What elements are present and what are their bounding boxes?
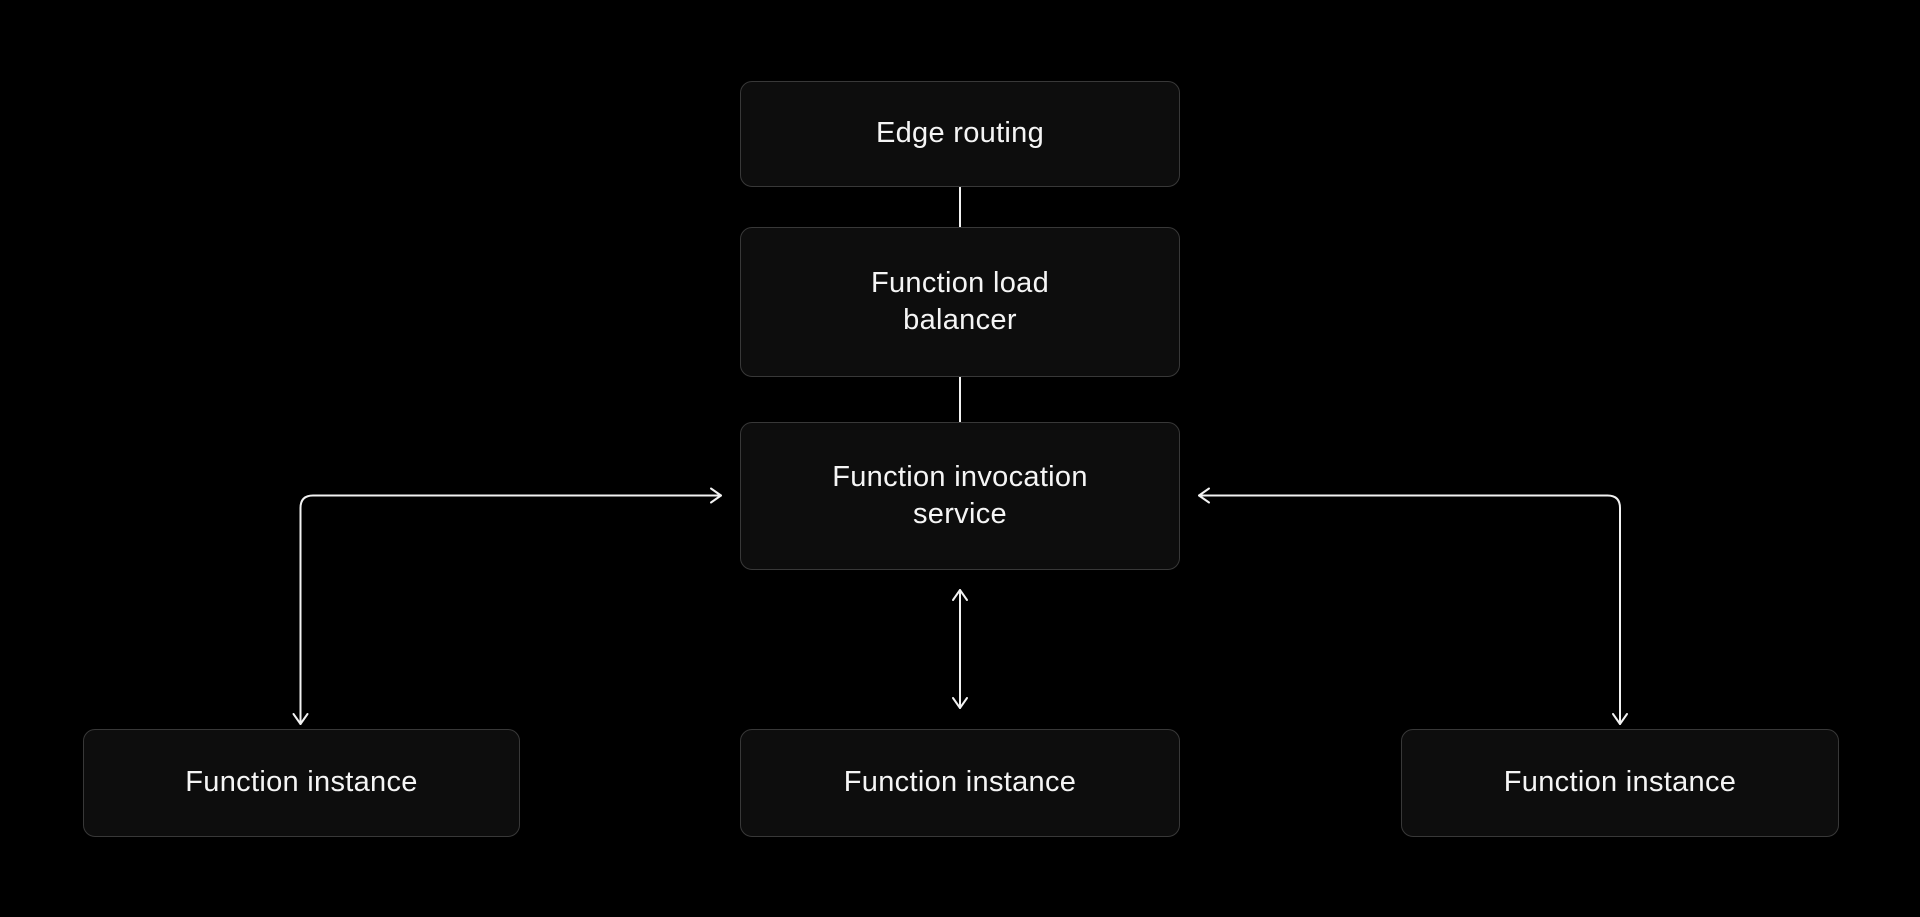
edge-invocation-to-instance-left-elbow bbox=[292, 487, 722, 725]
node-function-instance-left-label: Function instance bbox=[185, 766, 418, 799]
node-function-load-balancer-label: Function load balancer bbox=[870, 266, 1049, 336]
node-function-instance-middle: Function instance bbox=[740, 729, 1180, 837]
node-function-instance-middle-label: Function instance bbox=[843, 766, 1077, 799]
node-function-instance-right: Function instance bbox=[1401, 729, 1839, 837]
edge-invocation-to-instance-right-elbow bbox=[1198, 487, 1628, 725]
node-function-invocation-service-label: Function invocation service bbox=[832, 460, 1088, 530]
node-edge-routing: Edge routing bbox=[740, 81, 1180, 187]
node-function-instance-right-label: Function instance bbox=[1503, 766, 1737, 799]
node-edge-routing-label: Edge routing bbox=[875, 117, 1045, 150]
node-function-instance-left: Function instance bbox=[83, 729, 520, 837]
node-function-invocation-service: Function invocation service bbox=[740, 422, 1180, 570]
node-function-load-balancer: Function load balancer bbox=[740, 227, 1180, 377]
